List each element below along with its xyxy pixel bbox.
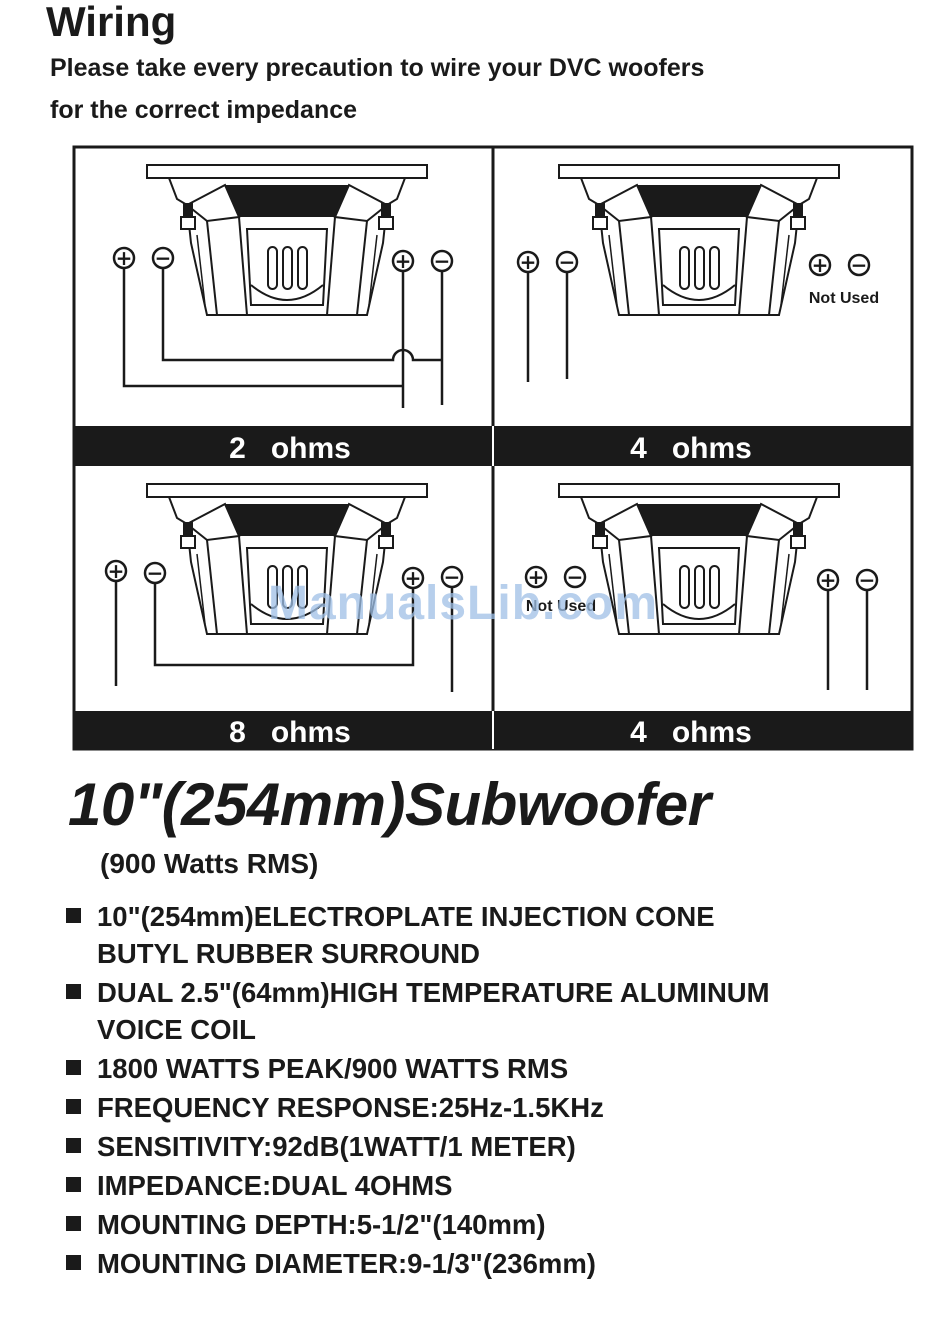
spec-item: MOUNTING DEPTH:5-1/2"(140mm) — [66, 1206, 770, 1243]
product-title: 10"(254mm)Subwoofer — [68, 771, 711, 838]
spec-item: IMPEDANCE:DUAL 4OHMS — [66, 1167, 770, 1204]
minus-terminal-1b: − — [434, 249, 451, 273]
bullet-square-icon — [66, 908, 81, 923]
panel-2-ohms-wiring — [112, 246, 454, 408]
page-title: Wiring — [46, 0, 177, 45]
bullet-square-icon — [66, 1099, 81, 1114]
minus-terminal-4a: − — [567, 565, 584, 589]
panel-4-ohms-b-wiring — [524, 565, 879, 690]
plus-terminal-4b: + — [820, 568, 837, 592]
plus-terminal-2a: + — [520, 250, 537, 274]
bullet-square-icon — [66, 1216, 81, 1231]
plus-terminal-3a: + — [108, 559, 125, 583]
spec-item: FREQUENCY RESPONSE:25Hz-1.5KHz — [66, 1089, 770, 1126]
bullet-square-icon — [66, 984, 81, 999]
bullet-square-icon — [66, 1177, 81, 1192]
panel-label-4-ohms-b: 4 ohms — [630, 716, 752, 749]
spec-item: DUAL 2.5"(64mm)HIGH TEMPERATURE ALUMINUM… — [66, 974, 770, 1048]
spec-item: SENSITIVITY:92dB(1WATT/1 METER) — [66, 1128, 770, 1165]
plus-terminal-2b: + — [812, 253, 829, 277]
minus-terminal-3a: − — [147, 561, 164, 585]
minus-terminal-1a: − — [155, 246, 172, 270]
product-power-rating: (900 Watts RMS) — [100, 848, 319, 879]
panel-4-ohms-a-wiring — [516, 250, 871, 382]
panel-label-8-ohms: 8 ohms — [229, 716, 351, 749]
spec-item: 1800 WATTS PEAK/900 WATTS RMS — [66, 1050, 770, 1087]
spec-item: MOUNTING DIAMETER:9-1/3"(236mm) — [66, 1245, 770, 1282]
minus-terminal-4b: − — [859, 568, 876, 592]
bullet-square-icon — [66, 1060, 81, 1075]
subtitle-line-2: for the correct impedance — [50, 96, 358, 124]
wiring-diagram: 2 ohms 4 ohms 8 ohms 4 ohms + − + − + − … — [72, 145, 914, 751]
not-used-label-a: Not Used — [809, 290, 879, 307]
plus-terminal-4a: + — [528, 565, 545, 589]
bullet-square-icon — [66, 1255, 81, 1270]
not-used-label-b: Not Used — [526, 598, 596, 615]
subtitle-line-1: Please take every precaution to wire you… — [50, 54, 705, 82]
plus-terminal-1a: + — [116, 246, 133, 270]
panel-label-4-ohms-a: 4 ohms — [630, 432, 752, 465]
minus-terminal-2b: − — [851, 253, 868, 277]
panel-label-2-ohms: 2 ohms — [229, 432, 351, 465]
plus-terminal-3b: + — [405, 566, 422, 590]
panel-8-ohms-wiring — [104, 559, 464, 692]
minus-terminal-3b: − — [444, 565, 461, 589]
bullet-square-icon — [66, 1138, 81, 1153]
minus-terminal-2a: − — [559, 250, 576, 274]
watermark: ManualsLib.com — [268, 577, 659, 630]
plus-terminal-1b: + — [395, 249, 412, 273]
